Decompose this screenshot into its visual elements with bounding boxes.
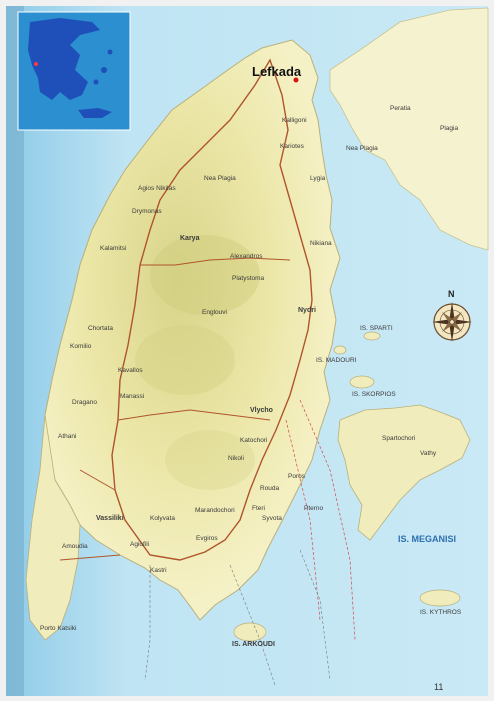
capital-marker bbox=[293, 77, 299, 83]
southwest-cape bbox=[25, 414, 81, 641]
town-porto-katsiki: Porto Katsiki bbox=[40, 625, 77, 632]
town-evgiros: Evgiros bbox=[196, 535, 218, 542]
lefkada-island bbox=[44, 39, 341, 621]
town-athani: Athani bbox=[58, 433, 76, 440]
town-spartochori: Spartochori bbox=[382, 435, 415, 442]
ferry-route bbox=[285, 419, 321, 621]
road-branch bbox=[79, 469, 116, 491]
town-nikoli: Manassi bbox=[120, 393, 144, 400]
sea-route bbox=[299, 549, 331, 681]
island-meganisi-label: IS. MEGANISI bbox=[398, 534, 456, 544]
capital-label: Lefkada bbox=[252, 64, 302, 79]
town-amoudia: Amoudia bbox=[62, 543, 88, 550]
town-peratia: Peratia bbox=[390, 105, 411, 112]
town-platystoma: Platystoma bbox=[232, 275, 265, 282]
main-road-loop bbox=[111, 58, 313, 561]
kythros-island bbox=[419, 589, 461, 607]
town-kalligoni: Kalligoni bbox=[282, 117, 307, 124]
town-agios-nikitas: Agios Nikitas bbox=[138, 185, 176, 192]
ferry-route bbox=[299, 399, 356, 641]
town-nydri: Nydri bbox=[298, 307, 316, 314]
town-vathy: Vathy bbox=[420, 450, 437, 457]
binding-shadow bbox=[6, 6, 24, 696]
island-skorpios-label: IS. SKORPIOS bbox=[352, 391, 396, 398]
sea-route bbox=[229, 564, 276, 686]
town-nikiana: Nikiana bbox=[310, 240, 332, 247]
town-agiofili: Agiofili bbox=[130, 541, 149, 548]
page-number: 11 bbox=[434, 682, 443, 692]
road-branch bbox=[59, 554, 121, 561]
town-kolyvata: Kolyvata bbox=[150, 515, 175, 522]
compass-rose bbox=[432, 302, 472, 342]
town-chortata: Chortata bbox=[88, 325, 113, 332]
town-komilio: Komilio bbox=[70, 343, 92, 350]
town-mikros-gyalos: Rouda bbox=[260, 485, 280, 492]
town-lygia: Lygia bbox=[310, 175, 326, 182]
town-alexandros: Alexandros bbox=[230, 253, 263, 260]
greece-inset-map bbox=[17, 11, 131, 131]
island-arkoudi-label: IS. ARKOUDI bbox=[232, 641, 275, 648]
island-kythros-label: IS. KYTHROS bbox=[420, 609, 462, 616]
town-vlycho: Vlycho bbox=[250, 407, 273, 414]
town-plagia: Plagia bbox=[440, 125, 458, 132]
town-drymonas: Drymonas bbox=[132, 208, 162, 215]
town-kavallos: Nea Plagia bbox=[204, 175, 236, 182]
skorpios-island bbox=[349, 375, 375, 389]
town-pterno: Nikoli bbox=[228, 455, 244, 462]
town-vassiliki: Vassiliki bbox=[96, 515, 124, 522]
road-cross bbox=[117, 409, 271, 421]
town-englouvi: Englouvi bbox=[202, 309, 227, 316]
town-rouda: Fteri bbox=[252, 505, 265, 512]
town-syvota: Syvota bbox=[262, 515, 282, 522]
mainland bbox=[329, 7, 489, 251]
meganisi-island bbox=[337, 404, 471, 541]
mountain-area bbox=[150, 235, 260, 315]
madouri-island bbox=[333, 345, 347, 355]
island-sparti-label: IS. SPARTI bbox=[360, 325, 393, 332]
town-kastri: Kastri bbox=[150, 567, 167, 574]
mountain-area bbox=[135, 325, 235, 395]
compass-north-label: N bbox=[448, 289, 455, 299]
town-marantochori: Marandochori bbox=[195, 507, 235, 514]
road-cross bbox=[140, 257, 291, 266]
town-labels: Agios Nikitas Drymonas Kalamitsi Karya A… bbox=[40, 105, 458, 632]
island-madouri-label: IS. MADOURI bbox=[316, 357, 357, 364]
sparti-island bbox=[363, 331, 381, 341]
town-kalamitsi: Kalamitsi bbox=[100, 245, 126, 252]
town-fteri: Pterno bbox=[304, 505, 324, 512]
island-labels: IS. MEGANISI IS. ARKOUDI IS. KYTHROS IS.… bbox=[232, 325, 462, 648]
town-manassi: Kavallos bbox=[118, 367, 143, 374]
town-karya: Karya bbox=[180, 235, 200, 242]
town-katochori: Katochori bbox=[240, 437, 267, 444]
arkoudi-island bbox=[233, 622, 267, 642]
sea-route bbox=[144, 565, 151, 681]
mountain-area bbox=[165, 430, 255, 490]
town-kariotes: Kariotes bbox=[280, 143, 305, 150]
town-poros: Poros bbox=[288, 473, 306, 480]
town-nea-plagia: Nea Plagia bbox=[346, 145, 378, 152]
town-dragano: Dragano bbox=[72, 399, 97, 406]
